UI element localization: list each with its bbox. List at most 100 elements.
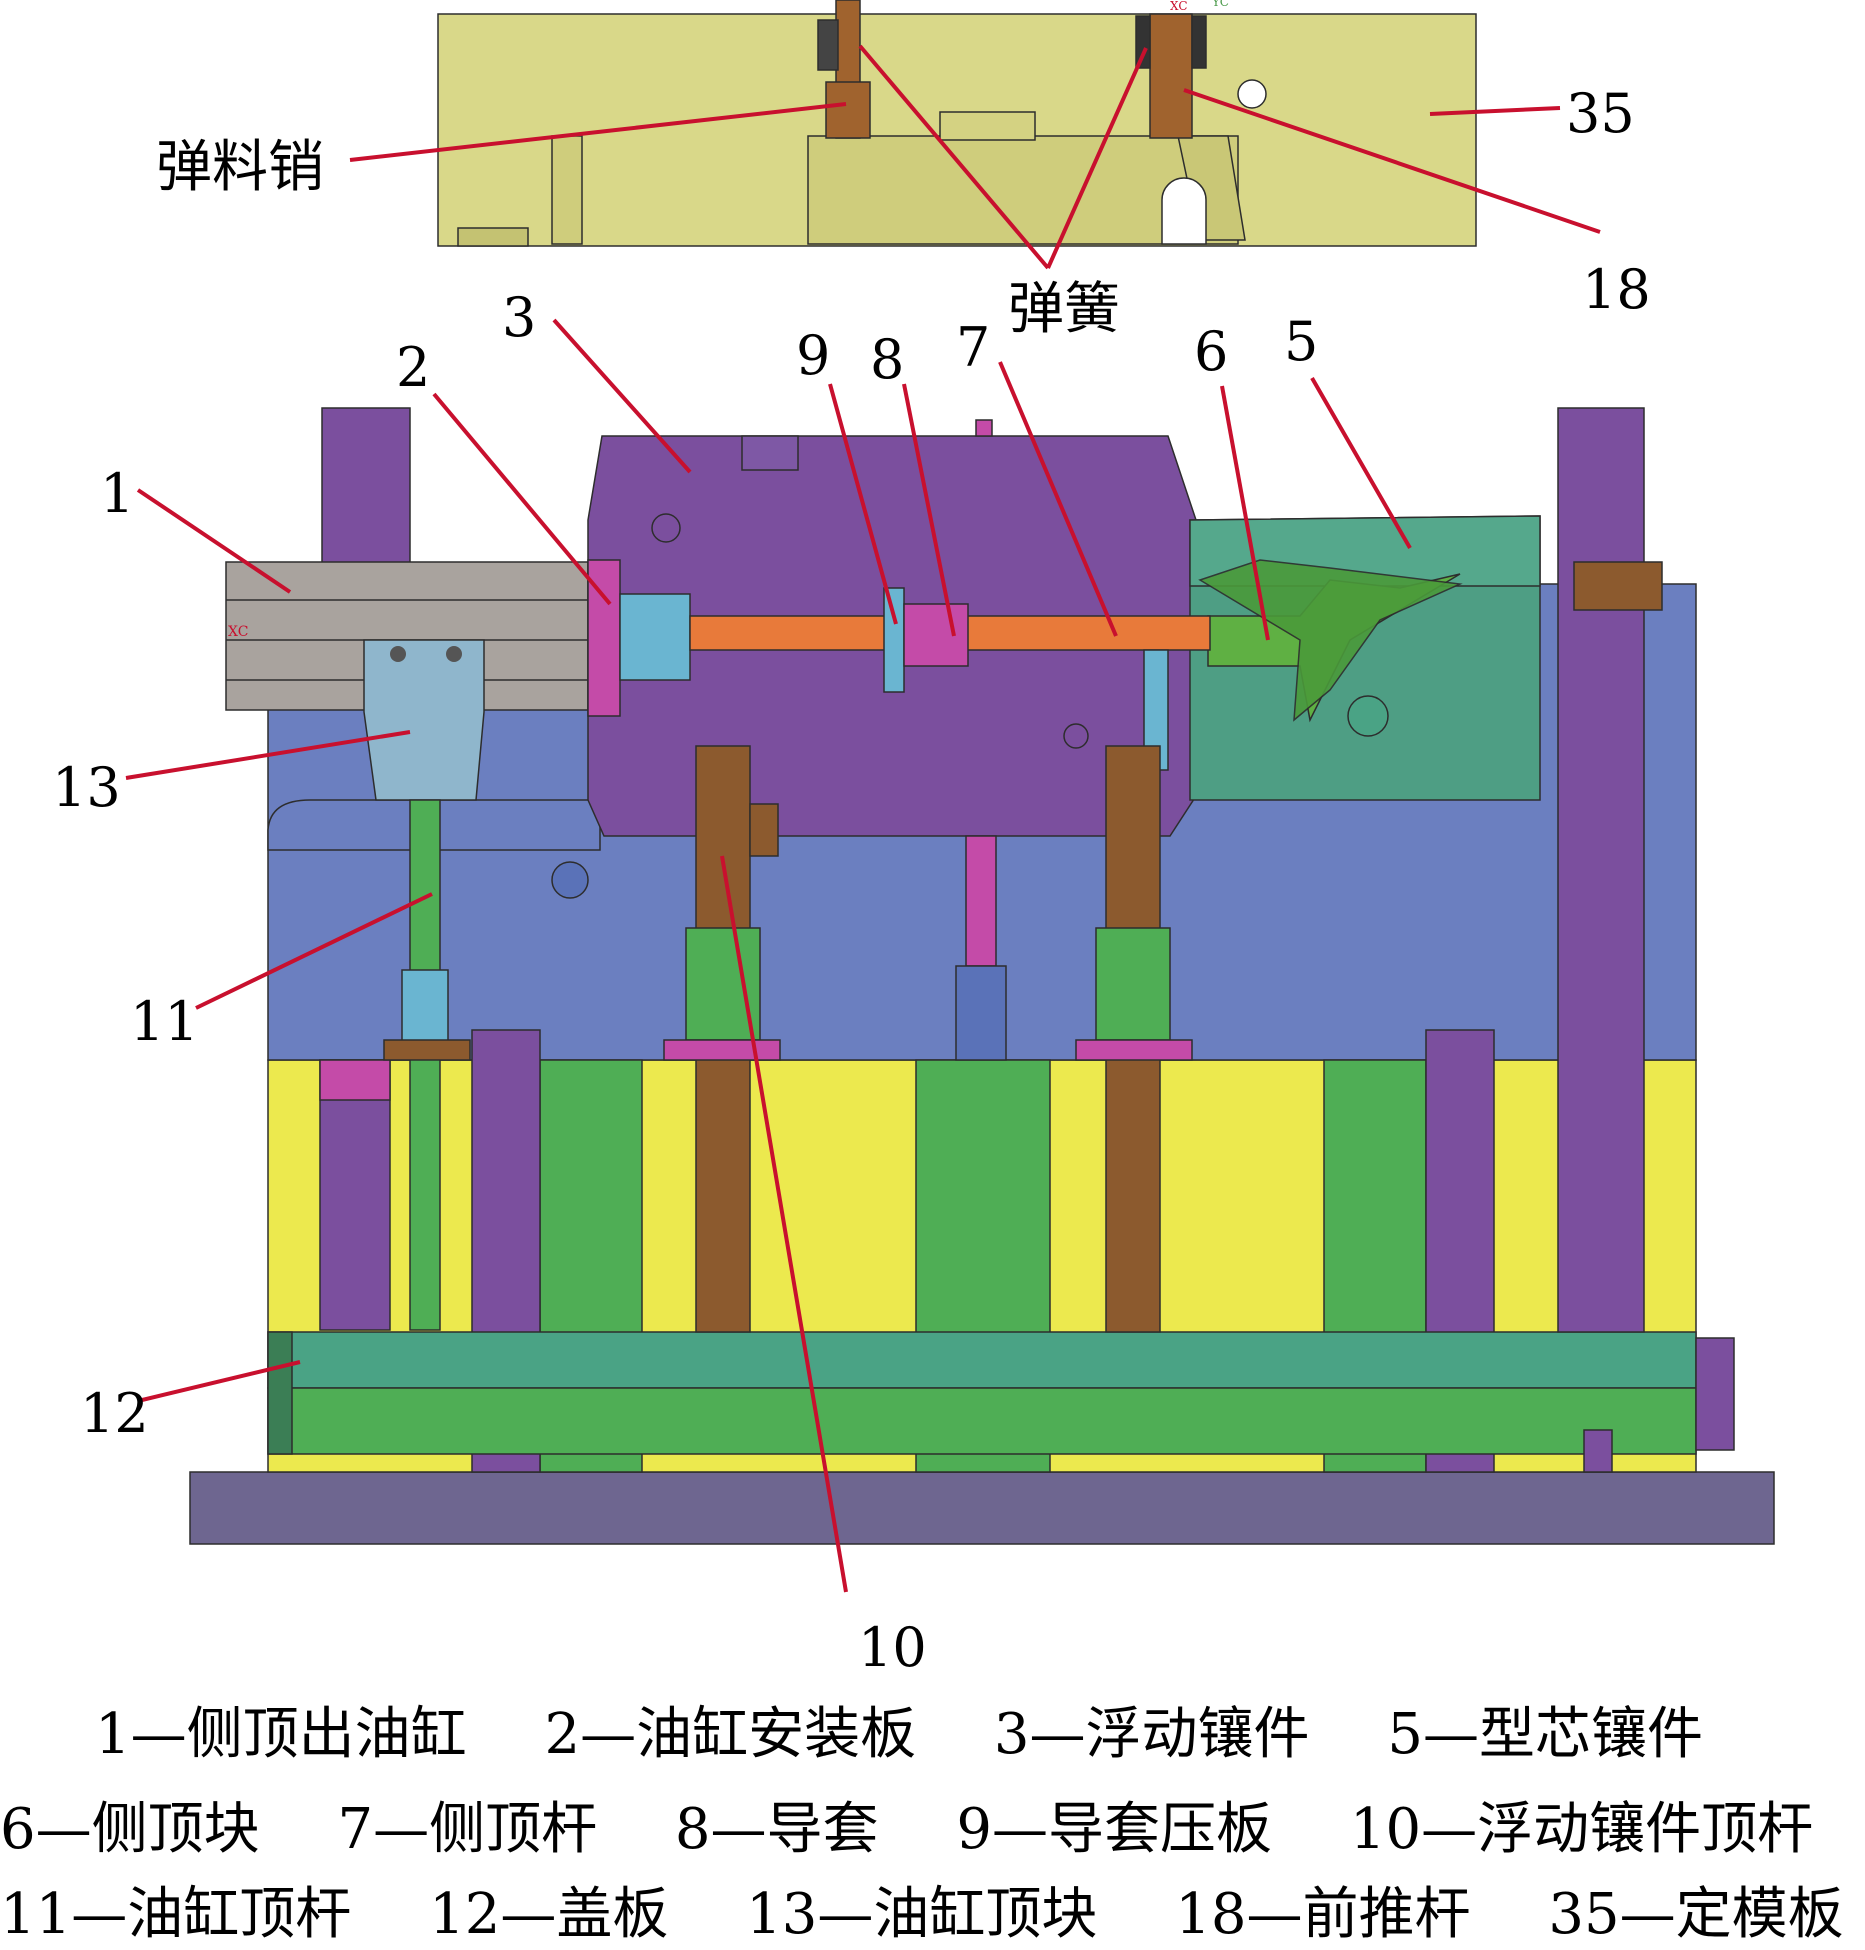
base-plate xyxy=(189,1471,1775,1545)
moving-mold-assembly: XC xyxy=(189,407,1775,1545)
label-13: 13 xyxy=(52,756,121,819)
cylinder-head xyxy=(619,593,691,681)
legend-item: 2—油缸安装板 xyxy=(544,1702,917,1767)
leader-10 xyxy=(720,855,848,1593)
leader-3 xyxy=(552,318,692,474)
leader-18 xyxy=(1183,88,1601,234)
mold-assembly-diagram: XC YC XC xyxy=(52,0,1775,1679)
fixed-plate-notch xyxy=(1161,177,1207,245)
leader-2 xyxy=(432,392,612,606)
guide-pillar-cap xyxy=(1573,561,1663,611)
xc-mark-top1: XC xyxy=(1170,0,1188,13)
legend-item: 18—前推杆 xyxy=(1175,1882,1471,1947)
legend-item: 10—浮动镶件顶杆 xyxy=(1349,1797,1814,1862)
leader-12 xyxy=(141,1360,301,1402)
cover-plate-12 xyxy=(267,1331,1697,1389)
right-ejector-green xyxy=(1095,927,1171,1041)
legend-item: 3—浮动镶件 xyxy=(993,1702,1310,1767)
spring-right-b xyxy=(1191,15,1207,69)
floating-insert-bolt xyxy=(1063,723,1089,749)
label-8: 8 xyxy=(870,328,904,391)
label-6: 6 xyxy=(1194,320,1228,383)
leader-11 xyxy=(195,892,433,1010)
fixed-plate-pocket xyxy=(457,227,529,247)
guide-sleeve-8 xyxy=(903,603,969,667)
cylinder-rod-washer xyxy=(383,1039,471,1061)
ejector-10-washer xyxy=(663,1039,781,1061)
legend-item: 6—侧顶块 xyxy=(0,1797,260,1862)
cover-plate-tab xyxy=(1695,1337,1735,1451)
cylinder-rod-collar xyxy=(401,969,449,1045)
label-9: 9 xyxy=(796,324,830,387)
fixed-plate-slot xyxy=(939,111,1036,141)
leader-spring-1 xyxy=(858,44,1050,270)
ejector-pin-head xyxy=(825,81,871,139)
label-11: 11 xyxy=(130,990,199,1053)
label-spring: 弹簧 xyxy=(1008,277,1120,342)
label-12: 12 xyxy=(80,1382,149,1445)
leader-5 xyxy=(1310,377,1412,549)
core-insert-bolt xyxy=(1347,695,1389,737)
xc-mark-left: XC xyxy=(228,624,248,640)
label-35: 35 xyxy=(1566,82,1635,145)
leader-ejector-pin xyxy=(349,102,847,162)
label-10: 10 xyxy=(858,1616,927,1679)
label-ejector-pin: 弹料销 xyxy=(156,135,324,200)
cover-plate-lower xyxy=(267,1387,1697,1455)
legend-line-3: 11—油缸顶杆 12—盖板 13—油缸顶块 18—前推杆 35—定模板 xyxy=(0,1880,1865,1950)
top-pin xyxy=(975,419,993,437)
purple-pillar-left xyxy=(319,1059,391,1331)
legend-item: 9—导套压板 xyxy=(956,1797,1272,1862)
cylinder-block-13 xyxy=(363,639,485,801)
label-1: 1 xyxy=(100,462,134,525)
floating-insert-slot xyxy=(741,435,799,471)
moving-plate-bolt xyxy=(551,861,589,899)
push-rod-18 xyxy=(1149,13,1193,139)
leader-8 xyxy=(902,383,956,637)
pink-bush-left xyxy=(319,1059,391,1101)
cylinder-block-bolt-1 xyxy=(390,646,406,662)
legend-item: 35—定模板 xyxy=(1548,1882,1844,1947)
ejector-10-side xyxy=(749,803,779,857)
label-7: 7 xyxy=(956,316,990,379)
label-18: 18 xyxy=(1582,258,1651,321)
leader-13 xyxy=(125,730,411,780)
legend-item: 11—油缸顶杆 xyxy=(0,1882,352,1947)
fixed-plate-assembly: XC YC xyxy=(437,0,1477,247)
fixed-plate-groove xyxy=(551,135,583,245)
label-2: 2 xyxy=(396,336,430,399)
leader-lines xyxy=(125,44,1601,1593)
spring-right-a xyxy=(1135,15,1151,69)
small-pin xyxy=(1583,1429,1613,1473)
callout-labels: 弹料销 弹簧 35 18 1 2 3 5 6 7 8 9 10 11 12 13 xyxy=(52,82,1651,1679)
legend-item: 8—导套 xyxy=(674,1797,879,1862)
guide-press-plate-9 xyxy=(883,587,905,693)
legend-line-1: 1—侧顶出油缸 2—油缸安装板 3—浮动镶件 5—型芯镶件 xyxy=(0,1700,1865,1770)
ejector-10-green xyxy=(685,927,761,1041)
leader-1 xyxy=(136,488,292,594)
spring-left xyxy=(817,19,839,71)
legend-line-2: 6—侧顶块 7—侧顶杆 8—导套 9—导套压板 10—浮动镶件顶杆 xyxy=(0,1795,1865,1865)
xc-mark-top2: YC xyxy=(1211,0,1229,9)
cylinder-block-bolt-2 xyxy=(446,646,462,662)
label-5: 5 xyxy=(1284,310,1318,373)
cover-plate-end xyxy=(267,1331,293,1455)
legend-item: 13—油缸顶块 xyxy=(746,1882,1098,1947)
fixed-plate-hole xyxy=(1237,79,1267,109)
right-ejector-washer xyxy=(1075,1039,1193,1061)
legend-item: 12—盖板 xyxy=(429,1882,669,1947)
label-3: 3 xyxy=(502,286,536,349)
center-ejector xyxy=(965,835,997,967)
cylinder-rod-11 xyxy=(409,799,441,1331)
floating-insert-hole xyxy=(651,513,681,543)
leader-7 xyxy=(998,361,1118,637)
leader-9 xyxy=(828,383,898,625)
guide-pillar-right xyxy=(1557,407,1645,1333)
leader-spring-2 xyxy=(1046,47,1148,269)
leader-6 xyxy=(1220,385,1270,641)
leader-35 xyxy=(1429,106,1561,116)
legend-item: 1—侧顶出油缸 xyxy=(95,1702,467,1767)
legend-item: 7—侧顶杆 xyxy=(337,1797,598,1862)
product-part xyxy=(1198,559,1463,722)
legend-item: 5—型芯镶件 xyxy=(1387,1702,1703,1767)
